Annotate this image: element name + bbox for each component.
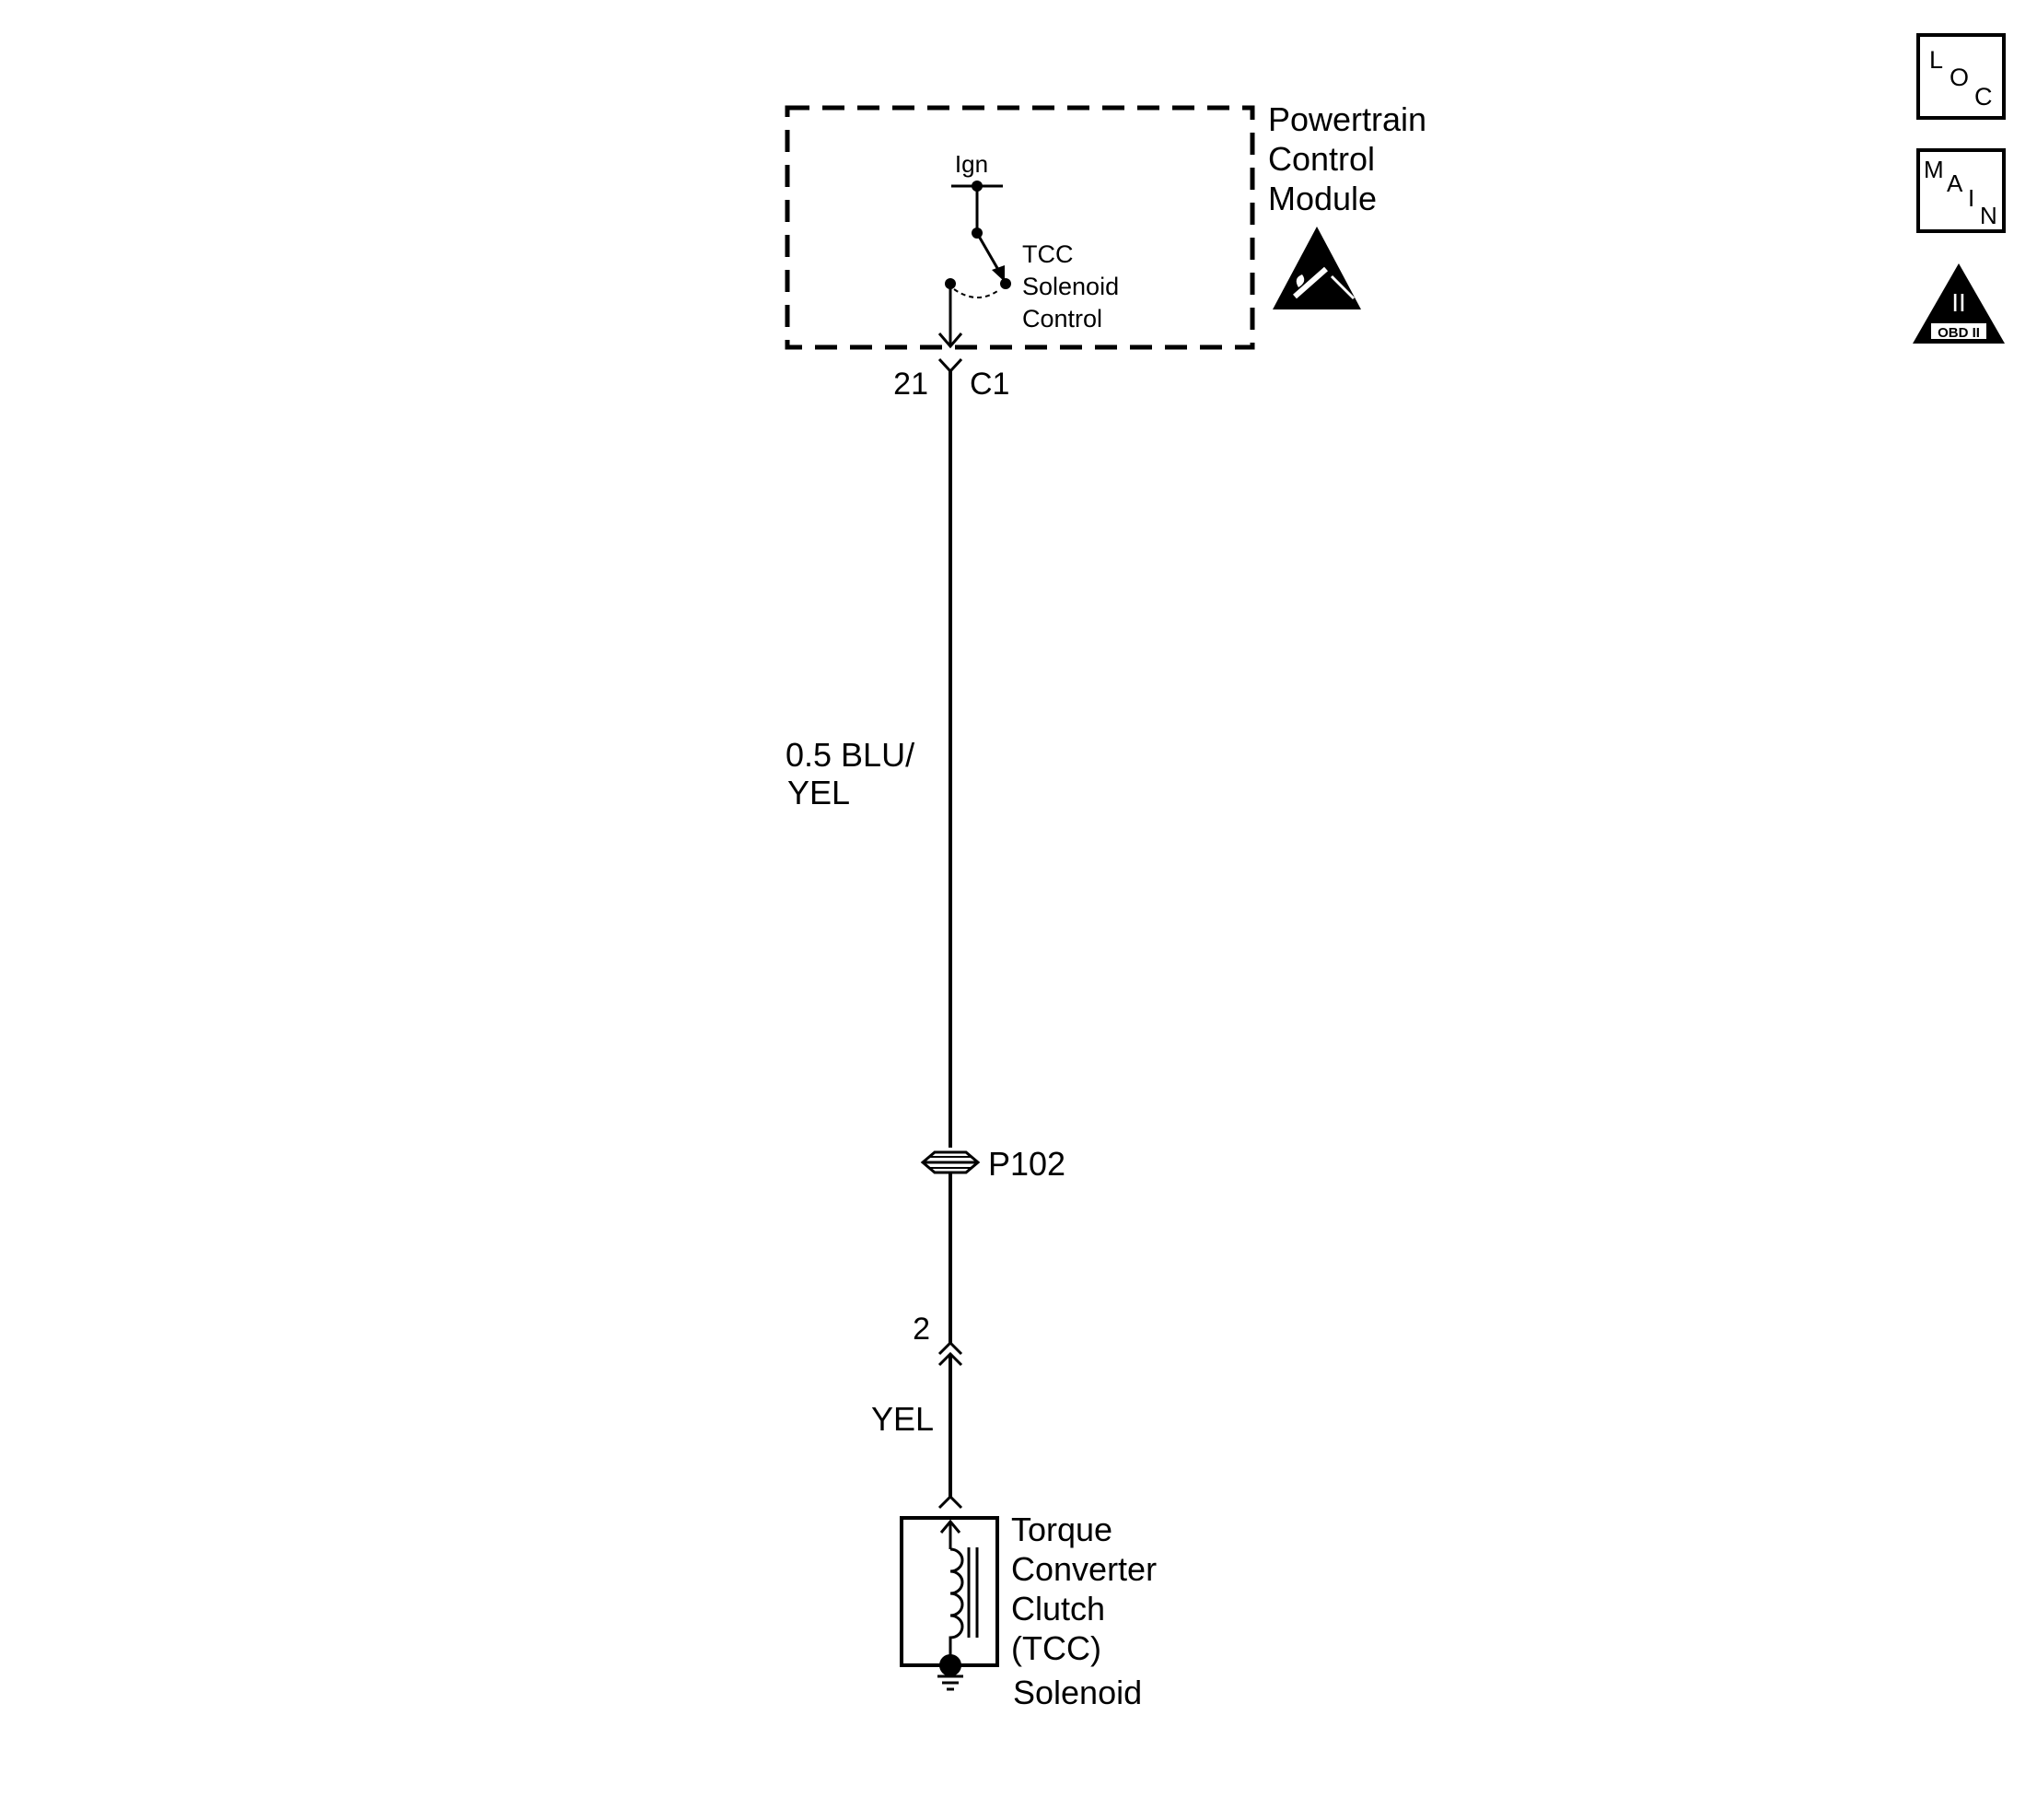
svg-text:Control: Control	[1268, 140, 1375, 178]
obd-ii-button[interactable]: II OBD II	[1913, 263, 2005, 344]
svg-text:L: L	[1929, 46, 1943, 74]
svg-text:Solenoid: Solenoid	[1013, 1674, 1142, 1711]
main-wire-label: 0.5 BLU/ YEL	[786, 736, 914, 811]
svg-text:Solenoid: Solenoid	[1022, 273, 1119, 300]
internal-arrow	[937, 332, 963, 349]
svg-text:OBD II: OBD II	[1938, 325, 1980, 341]
main-button[interactable]: M A I N	[1916, 148, 2006, 233]
svg-text:Module: Module	[1268, 180, 1377, 217]
connector-c1-pin: 21	[893, 367, 928, 402]
solenoid-coil-icon	[949, 1547, 964, 1663]
loc-button[interactable]: L O C	[1916, 33, 2006, 120]
pass-through-grommet-p102	[920, 1150, 981, 1174]
esd-sensitive-icon	[1273, 227, 1361, 309]
connector-solenoid-pin-label: 2	[913, 1312, 930, 1347]
solenoid-name-label: Torque Converter Clutch (TCC) Solenoid	[1011, 1511, 1157, 1711]
svg-text:(TCC): (TCC)	[1011, 1629, 1101, 1667]
svg-text:YEL: YEL	[787, 774, 850, 811]
tcc-switch	[945, 232, 1011, 298]
svg-text:TCC: TCC	[1022, 240, 1074, 268]
ign-label: Ign	[955, 150, 988, 178]
svg-text:II: II	[1951, 288, 1966, 317]
svg-text:Torque: Torque	[1011, 1511, 1112, 1548]
svg-text:Clutch: Clutch	[1011, 1590, 1105, 1628]
solenoid-connector	[937, 1494, 963, 1510]
svg-text:M: M	[1924, 156, 1944, 183]
grommet-label: P102	[988, 1145, 1065, 1183]
svg-text:O: O	[1950, 64, 1969, 91]
switch-label: TCC Solenoid Control	[1022, 240, 1119, 332]
pcm-name-label: Powertrain Control Module	[1268, 100, 1426, 217]
svg-text:N: N	[1980, 202, 1997, 229]
connector-c1	[937, 357, 963, 374]
svg-text:Powertrain: Powertrain	[1268, 100, 1426, 138]
svg-text:A: A	[1947, 169, 1963, 197]
svg-text:0.5 BLU/: 0.5 BLU/	[786, 736, 914, 774]
svg-text:Converter: Converter	[1011, 1550, 1157, 1588]
pcm-module-boundary	[785, 105, 1255, 350]
connector-c1-name: C1	[970, 367, 1009, 402]
ground-icon	[937, 1665, 963, 1691]
svg-text:I: I	[1968, 184, 1974, 212]
svg-text:Control: Control	[1022, 305, 1102, 332]
solenoid-internal-arrow	[939, 1519, 961, 1534]
svg-text:C: C	[1974, 83, 1993, 111]
solenoid-wire-label: YEL	[871, 1400, 934, 1438]
